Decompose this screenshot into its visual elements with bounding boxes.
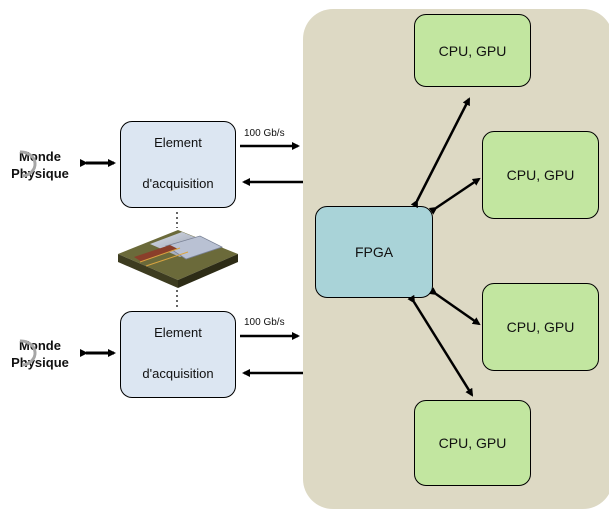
link-rate-label-2: 100 Gb/s — [244, 317, 285, 328]
cpu-gpu-label: CPU, GPU — [438, 435, 507, 451]
cpu-gpu-box-2: CPU, GPU — [482, 131, 599, 219]
cpu-gpu-label: CPU, GPU — [438, 42, 507, 59]
monde-line2: Physique — [11, 166, 69, 181]
cpu-gpu-box-4: CPU, GPU — [414, 400, 531, 486]
cpu-gpu-label: CPU, GPU — [506, 319, 575, 335]
fpga-label: FPGA — [354, 244, 394, 260]
cpu-gpu-box-1: CPU, GPU — [414, 14, 531, 87]
fpga-box: FPGA — [315, 206, 433, 298]
acquisition-label-line1: Element — [154, 325, 202, 340]
acquisition-element-2: Element d'acquisition — [120, 311, 236, 398]
chip-icon — [118, 230, 238, 288]
acq-link-arrows-1 — [240, 142, 303, 186]
circular-arrow-icon — [19, 150, 37, 367]
acquisition-label-line2: d'acquisition — [142, 176, 214, 191]
monde-line2: Physique — [11, 355, 69, 370]
acq-link-arrows-2 — [240, 332, 303, 377]
acquisition-label-line1: Element — [154, 135, 202, 150]
link-rate-label-1: 100 Gb/s — [244, 128, 285, 139]
fpga-cpu-arrows — [407, 97, 481, 397]
cpu-gpu-box-3: CPU, GPU — [482, 283, 599, 371]
acquisition-element-1: Element d'acquisition — [120, 121, 236, 208]
cpu-gpu-label: CPU, GPU — [506, 167, 575, 183]
acquisition-label-line2: d'acquisition — [142, 366, 214, 381]
